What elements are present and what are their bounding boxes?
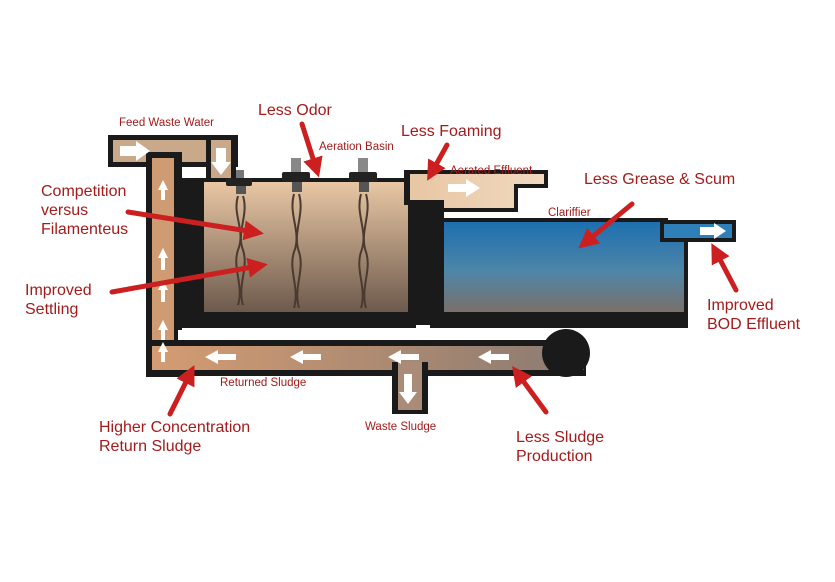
left-arrow-4 — [478, 350, 509, 364]
label-improved-bod-effluent: Improved BOD Effluent — [707, 297, 801, 333]
feed-arrow-right — [120, 141, 150, 161]
up-arrow-1 — [158, 180, 168, 200]
label-less-sludge-production: Less Sludge Production — [516, 429, 605, 465]
clarifier — [178, 218, 736, 377]
waste-arrow-down — [399, 374, 417, 404]
annotation-arrows — [109, 121, 739, 417]
label-aeration-basin: Aeration Basin — [319, 141, 394, 153]
arrow-grease-scum — [578, 201, 635, 249]
label-waste-sludge: Waste Sludge — [365, 421, 437, 433]
effluent-arrow-right — [448, 179, 480, 197]
outlet-arrow-right — [700, 223, 726, 239]
label-less-foaming: Less Foaming — [401, 123, 502, 140]
up-arrow-4 — [158, 320, 168, 340]
diffuser-3 — [349, 158, 377, 309]
label-higher-concentration-return-sludge: Higher Concentration Return Sludge — [99, 419, 251, 455]
diffuser-1 — [226, 170, 252, 306]
diffuser-2 — [282, 158, 310, 309]
label-returned-sludge: Returned Sludge — [220, 377, 307, 389]
label-less-odor: Less Odor — [258, 102, 332, 119]
flow-arrows — [120, 141, 726, 404]
arrow-less-sludge — [512, 365, 549, 415]
arrow-less-odor — [299, 121, 323, 178]
left-arrow-2 — [290, 350, 321, 364]
label-competition-filamenteus: Competition versus Filamenteus — [41, 183, 129, 238]
left-arrow-1 — [205, 350, 236, 364]
arrow-less-foaming — [427, 142, 450, 181]
label-aerated-effluent: Aerated Effluent — [450, 165, 533, 177]
left-arrow-3 — [388, 350, 419, 364]
air-diffusers — [226, 158, 377, 309]
arrow-improved-settling — [109, 257, 268, 295]
up-arrow-5 — [158, 342, 168, 362]
arrow-competition — [125, 209, 264, 241]
label-less-grease-scum: Less Grease & Scum — [584, 171, 736, 188]
arrow-higher-concentration — [167, 365, 195, 417]
label-feed-waste-water: Feed Waste Water — [119, 117, 215, 129]
label-improved-settling: Improved Settling — [25, 282, 92, 318]
up-arrow-2 — [158, 248, 168, 270]
feed-arrow-down — [211, 148, 231, 175]
arrow-improved-bod — [711, 243, 739, 293]
label-clariffier: Clariffier — [548, 207, 591, 219]
